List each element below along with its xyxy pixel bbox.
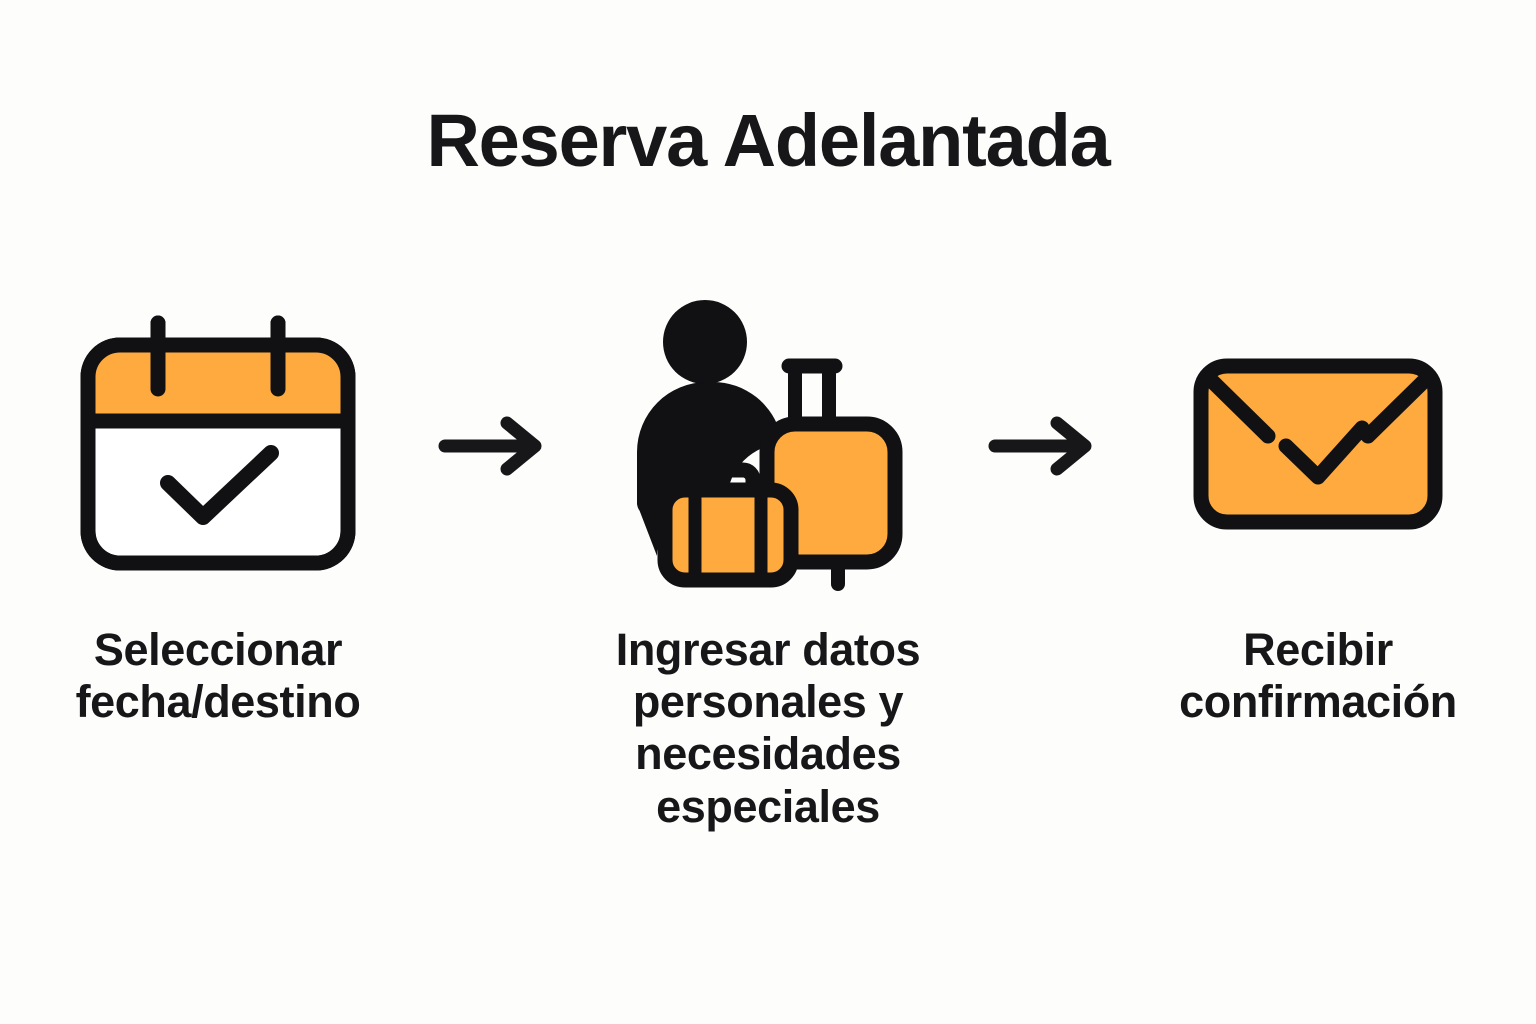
step-1-icon-area [75, 296, 361, 596]
step-1-caption: Seleccionar fecha/destino [75, 624, 361, 728]
process-flow: Seleccionar fecha/destino [0, 296, 1536, 833]
step-3-caption: Recibir confirmación [1179, 624, 1457, 728]
step-3-icon-area [1191, 296, 1445, 596]
calendar-check-icon [75, 313, 361, 580]
envelope-check-icon [1191, 356, 1445, 537]
step-3: Recibir confirmación [1108, 296, 1528, 728]
connector-2 [978, 296, 1108, 596]
step-1: Seleccionar fecha/destino [8, 296, 428, 728]
step-2: Ingresar datos personales y necesidades … [558, 296, 978, 833]
arrow-right-icon [987, 415, 1099, 477]
connector-1 [428, 296, 558, 596]
page-title: Reserva Adelantada [426, 99, 1110, 182]
traveler-luggage-icon [623, 294, 913, 599]
arrow-right-icon [437, 415, 549, 477]
step-2-icon-area [623, 296, 913, 596]
step-2-caption: Ingresar datos personales y necesidades … [615, 624, 921, 832]
